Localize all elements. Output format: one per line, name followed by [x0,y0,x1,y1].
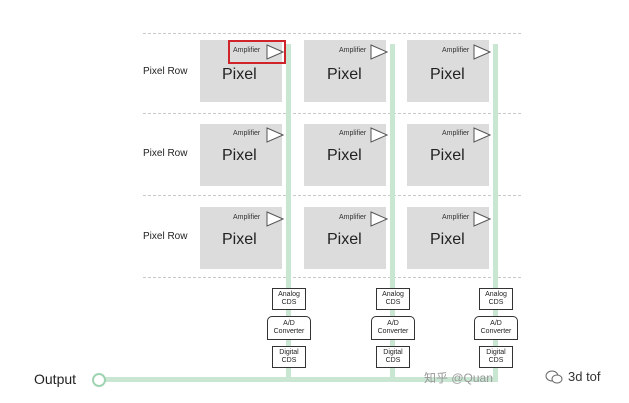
amplifier-icon [473,127,491,143]
digital-cds-label-line2: CDS [488,357,504,364]
analog-cds-box: Analog CDS [376,288,410,310]
amplifier-icon [370,127,388,143]
pixel-label: Pixel [430,66,465,83]
digital-cds-box: Digital CDS [376,346,410,368]
row-separator [143,277,521,278]
amplifier-icon [266,44,284,60]
output-node [92,373,106,387]
analog-cds-label-line1: Analog [382,291,404,298]
amplifier-highlight [228,40,286,64]
analog-cds-label-line2: CDS [488,299,504,306]
row-separator [143,113,521,114]
watermark-text: 知乎 @Quan [424,371,493,385]
output-bus [104,377,498,382]
analog-cds-label-line1: Analog [278,291,300,298]
pixel-label: Pixel [222,231,257,248]
ad-converter-label-line2: Converter [273,328,305,335]
pixel-label: Pixel [430,231,465,248]
digital-cds-label-line1: Digital [486,349,506,356]
digital-cds-label-line2: CDS [281,357,297,364]
pixel-label: Pixel [327,231,362,248]
amplifier-label: Amplifier [442,214,470,221]
amplifier-icon [266,211,284,227]
pixel-label: Pixel [222,147,257,164]
row-label: Pixel Row [143,148,188,159]
pixel-label: Pixel [430,147,465,164]
amplifier-label: Amplifier [233,130,261,137]
column-bus [286,44,291,380]
amplifier-icon [473,44,491,60]
output-label: Output [34,371,77,387]
amplifier-label: Amplifier [339,47,367,54]
analog-cds-label-line1: Analog [485,291,507,298]
pixel-label: Pixel [327,66,362,83]
amplifier-label: Amplifier [442,47,470,54]
ad-converter-label-line1: A/D [490,320,502,327]
digital-cds-label-line1: Digital [383,349,403,356]
ad-converter-box: A/D Converter [474,316,518,340]
amplifier-label: Amplifier [339,214,367,221]
column-bus [493,44,498,380]
amplifier-icon [266,127,284,143]
digital-cds-label-line1: Digital [279,349,299,356]
analog-cds-box: Analog CDS [479,288,513,310]
row-label: Pixel Row [143,66,188,77]
amplifier-icon [473,211,491,227]
amplifier-label: Amplifier [233,47,261,54]
amplifier-icon [370,44,388,60]
row-label: Pixel Row [143,231,188,242]
amplifier-label: Amplifier [442,130,470,137]
ad-converter-box: A/D Converter [267,316,311,340]
ad-converter-label-line1: A/D [387,320,399,327]
ad-converter-label-line1: A/D [283,320,295,327]
digital-cds-box: Digital CDS [272,346,306,368]
row-separator [143,195,521,196]
ad-converter-label-line2: Converter [480,328,512,335]
digital-cds-label-line2: CDS [385,357,401,364]
ad-converter-label-line2: Converter [377,328,409,335]
ad-converter-box: A/D Converter [371,316,415,340]
pixel-label: Pixel [222,66,257,83]
column-bus [390,44,395,380]
amplifier-label: Amplifier [339,130,367,137]
analog-cds-label-line2: CDS [385,299,401,306]
row-separator [143,33,521,34]
analog-cds-box: Analog CDS [272,288,306,310]
pixel-label: Pixel [327,147,362,164]
amplifier-label: Amplifier [233,214,261,221]
analog-cds-label-line2: CDS [281,299,297,306]
watermark-account: 3d tof [568,369,601,384]
digital-cds-box: Digital CDS [479,346,513,368]
amplifier-icon [370,211,388,227]
wechat-icon [545,370,563,384]
